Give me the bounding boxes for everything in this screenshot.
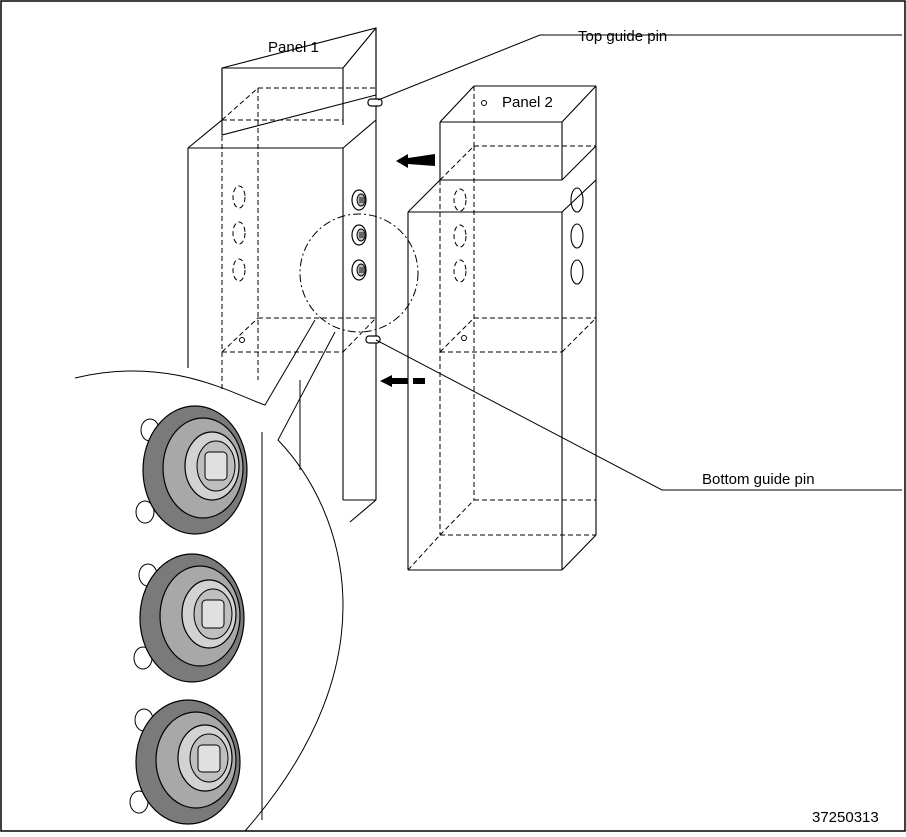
arrow-top	[396, 154, 435, 168]
panel-2: Panel 2	[407, 85, 597, 571]
detail-nut-1	[135, 405, 248, 535]
bottom-guide-pin: Bottom guide pin	[365, 335, 902, 491]
detail-circle	[299, 213, 419, 333]
detail-nut-2	[133, 553, 245, 683]
arrow-bottom	[380, 375, 425, 387]
top-guide-pin-leader	[377, 34, 902, 101]
figure-number: 37250313	[812, 809, 879, 826]
panel-1-bolt-2	[351, 224, 367, 246]
top-guide-pin-label: Top guide pin	[578, 28, 667, 45]
bottom-guide-pin-label: Bottom guide pin	[702, 471, 815, 488]
detail-nut-3	[129, 699, 241, 825]
bottom-guide-pin-leader	[375, 339, 902, 491]
detail-magnified-view	[74, 319, 344, 832]
panel-1-label: Panel 1	[268, 39, 319, 56]
panel-2-label: Panel 2	[502, 94, 553, 111]
panel-1-bolt-1	[351, 189, 367, 211]
panel-1: Panel 1	[187, 27, 377, 523]
top-guide-pin: Top guide pin	[367, 28, 902, 107]
panel-1-bolt-3	[351, 259, 367, 281]
